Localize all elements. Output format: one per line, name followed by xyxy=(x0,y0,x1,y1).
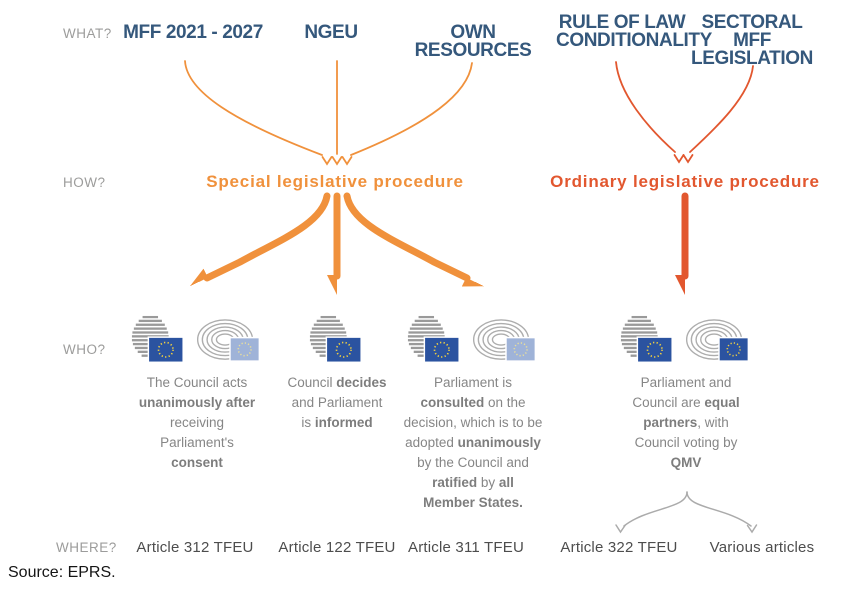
what-item-rule-of-law: RULE OF LAW CONDITIONALITY xyxy=(556,12,712,51)
source-note: Source: EPRS. xyxy=(8,564,116,581)
parliament-icon xyxy=(677,319,754,367)
what-item-sectoral-mff: SECTORAL MFF LEGISLATION xyxy=(691,12,813,69)
where-article-311: Article 311 TFEU xyxy=(407,539,524,556)
arrowhead-special-1 xyxy=(321,156,333,166)
what-item-own-resources: OWN RESOURCES xyxy=(414,22,532,61)
row-label-where: WHERE? xyxy=(56,540,117,555)
arrow-sectoral-to-ordinary xyxy=(689,65,754,153)
arrowhead-special-3 xyxy=(341,156,353,166)
council-icon xyxy=(406,315,464,367)
arrow-special-to-who-1 xyxy=(207,192,331,278)
council-icon xyxy=(308,315,366,367)
where-article-122: Article 122 TFEU xyxy=(278,539,396,556)
parliament-faded-icon xyxy=(188,319,265,367)
parliament-faded-icon xyxy=(464,319,541,367)
who-icons xyxy=(606,311,766,367)
arrowhead-ordinary-2 xyxy=(682,154,694,164)
where-article-322: Article 322 TFEU xyxy=(560,539,678,556)
where-article-312: Article 312 TFEU xyxy=(136,539,254,556)
arrowhead-ordinary-1 xyxy=(673,154,685,164)
row-label-how: HOW? xyxy=(63,175,106,190)
row-label-who: WHO? xyxy=(63,342,106,357)
row-label-what: WHAT? xyxy=(63,26,112,41)
who-icons xyxy=(383,311,563,367)
arrowhead-where-1 xyxy=(615,524,626,534)
council-icon xyxy=(619,315,677,367)
arrow-own-resources-to-special xyxy=(350,62,473,156)
arrow-qmv-to-various-articles xyxy=(686,491,752,527)
who-icons xyxy=(122,311,272,367)
arrowhead-where-2 xyxy=(746,524,758,534)
arrow-qmv-to-article-322 xyxy=(623,491,688,527)
council-icon xyxy=(130,315,188,367)
arrow-special-to-who-3 xyxy=(343,192,467,278)
arrow-rule-of-law-to-ordinary xyxy=(615,61,676,153)
what-item-ngeu: NGEU xyxy=(304,22,358,43)
what-item-mff: MFF 2021 - 2027 xyxy=(123,22,263,43)
arrow-mff-to-special xyxy=(184,60,323,156)
procedure-special: Special legislative procedure xyxy=(206,172,464,191)
arrowhead-special-2 xyxy=(331,156,343,166)
procedure-ordinary: Ordinary legislative procedure xyxy=(550,172,820,191)
where-various-articles: Various articles xyxy=(709,539,815,556)
